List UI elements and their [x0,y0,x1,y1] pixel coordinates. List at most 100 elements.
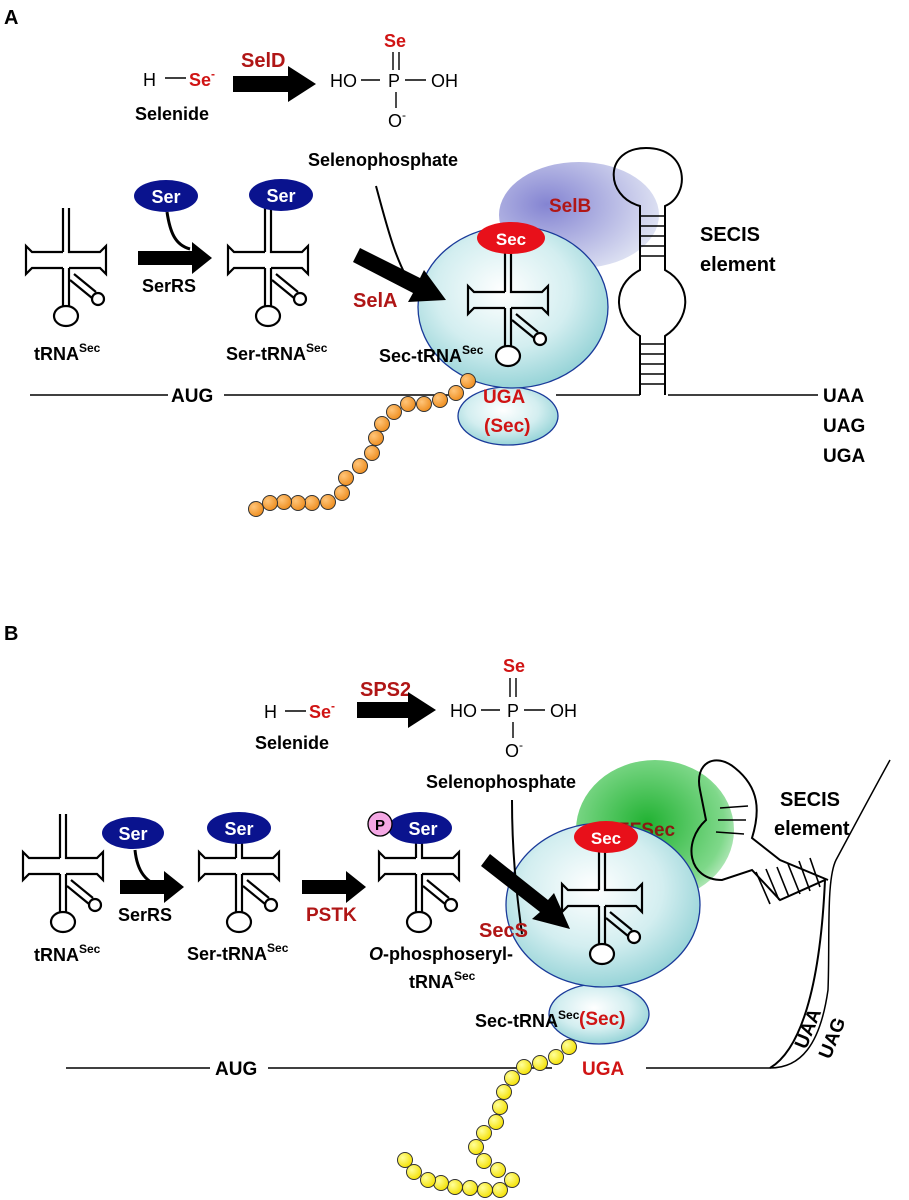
serrs-label-a: SerRS [142,276,196,296]
amino-acid-bead [477,1182,493,1198]
oxygen-anion-label-b: O- [505,738,523,761]
amino-acid-bead [492,1099,508,1115]
ophosphoseryl-label-line2: tRNASec [409,969,476,992]
sec-badge-b [574,821,638,853]
pstk-label: PSTK [306,905,357,926]
mrna-strand-b [66,759,891,1069]
amino-acid-bead [561,1039,577,1055]
amino-acid-bead [334,485,350,501]
amino-acid-bead [432,392,448,408]
amino-acid-bead [352,458,368,474]
ser-badge-free-b [102,817,164,849]
trna-sec-label-b: tRNASec [34,942,101,965]
secis-label-line1: SECIS [700,224,760,246]
ho-label-b: HO [450,701,477,721]
seld-enzyme-label: SelD [241,50,285,72]
hydrogen-label: H [143,70,156,90]
selenophosphate-label-b: Selenophosphate [426,772,576,792]
selenide-label: Selenide [135,104,209,124]
amino-acid-bead [416,396,432,412]
stop-codon-uag: UAG [823,416,865,437]
selenium-anion-label: Se- [189,67,215,90]
sec-trna-b [560,846,644,966]
selenium-anion-label-b: Se- [309,699,335,722]
amino-acid-bead [290,495,306,511]
phosphorus-label: P [388,71,400,91]
secs-label: SecS [479,920,528,942]
sec-trna-sec-label-a: Sec-tRNASec [379,343,484,366]
amino-acid-bead [490,1162,506,1178]
selb-label: SelB [549,196,591,217]
aug-start-codon: AUG [171,386,213,407]
trna-sec-b [21,814,105,934]
uga-sec-paren-text-b: (Sec) [579,1009,625,1030]
pstk-arrow [302,871,366,903]
amino-acid-bead [368,430,384,446]
ser-badge-a [249,179,313,211]
ho-label: HO [330,71,357,91]
sec-badge-text-b: Sec [591,829,621,848]
amino-acid-bead [492,1182,508,1198]
amino-acid-bead [262,495,278,511]
sec-trna-a [466,248,550,368]
phosphate-group-badge [367,811,393,837]
ser-badge-text-phospho-b: Ser [408,819,437,839]
aug-start-codon-b: AUG [215,1059,257,1080]
amino-acid-bead [532,1055,548,1071]
ser-badge-b [207,812,271,844]
serrs-label-b: SerRS [118,905,172,925]
amino-acid-bead [397,1152,413,1168]
amino-acid-bead [320,494,336,510]
amino-acid-bead [400,396,416,412]
ser-trna-a [226,208,310,328]
amino-acid-bead [504,1070,520,1086]
uga-codon-label: UGA [483,387,526,408]
oh-label-b: OH [550,701,577,721]
amino-acid-bead [338,470,354,486]
ser-uptake-curve-a [165,211,191,251]
secis-label-line1-b: SECIS [780,789,840,811]
amino-acid-bead [248,501,264,517]
panel-b-letter: B [4,623,18,645]
selenophosphate-curve-b [511,799,523,935]
ser-badge-text-free-a: Ser [151,187,180,207]
peptide-chain-b [397,1039,577,1198]
amino-acid-bead [468,1139,484,1155]
se-top-label-b: Se [503,656,525,676]
selenophosphate-label: Selenophosphate [308,150,458,170]
uga-codon-label-b: UGA [582,1059,625,1080]
seld-arrow [233,66,316,102]
secis-label-line2: element [700,254,776,276]
phosphate-group-text: P [375,817,385,834]
uga-sec-paren-label: (Sec) [484,416,530,437]
amino-acid-bead [386,404,402,420]
amino-acid-bead [420,1172,436,1188]
secis-hairpin-b [690,759,829,1069]
amino-acid-bead [476,1125,492,1141]
serrs-arrow-b [120,871,184,903]
amino-acid-bead [488,1114,504,1130]
ser-badge-free-a [134,180,198,212]
sela-label: SelA [353,290,397,312]
trna-sec-a [24,208,108,328]
sps2-enzyme-label: SPS2 [360,679,411,701]
ser-badge-text-b: Ser [224,819,253,839]
amino-acid-bead [476,1153,492,1169]
ser-badge-phospho-b [388,812,452,844]
amino-acid-bead [406,1164,422,1180]
panel-a-letter: A [4,7,18,29]
sps2-arrow [357,692,436,728]
ophosphoseryl-label-line1: O-phosphoseryl- [369,944,513,964]
secis-label-line2-b: element [774,818,850,840]
ophosphoseryl-trna-b [377,814,461,934]
sec-badge-text-a: Sec [496,230,526,249]
amino-acid-bead [496,1084,512,1100]
serrs-arrow-a [138,242,212,274]
secis-hairpin-a [612,146,687,395]
ser-trna-sec-label-b: Ser-tRNASec [187,941,289,964]
amino-acid-bead [304,495,320,511]
amino-acid-bead [374,416,390,432]
trna-sec-label-a: tRNASec [34,341,101,364]
ser-badge-text-free-b: Ser [118,824,147,844]
amino-acid-bead [504,1172,520,1188]
